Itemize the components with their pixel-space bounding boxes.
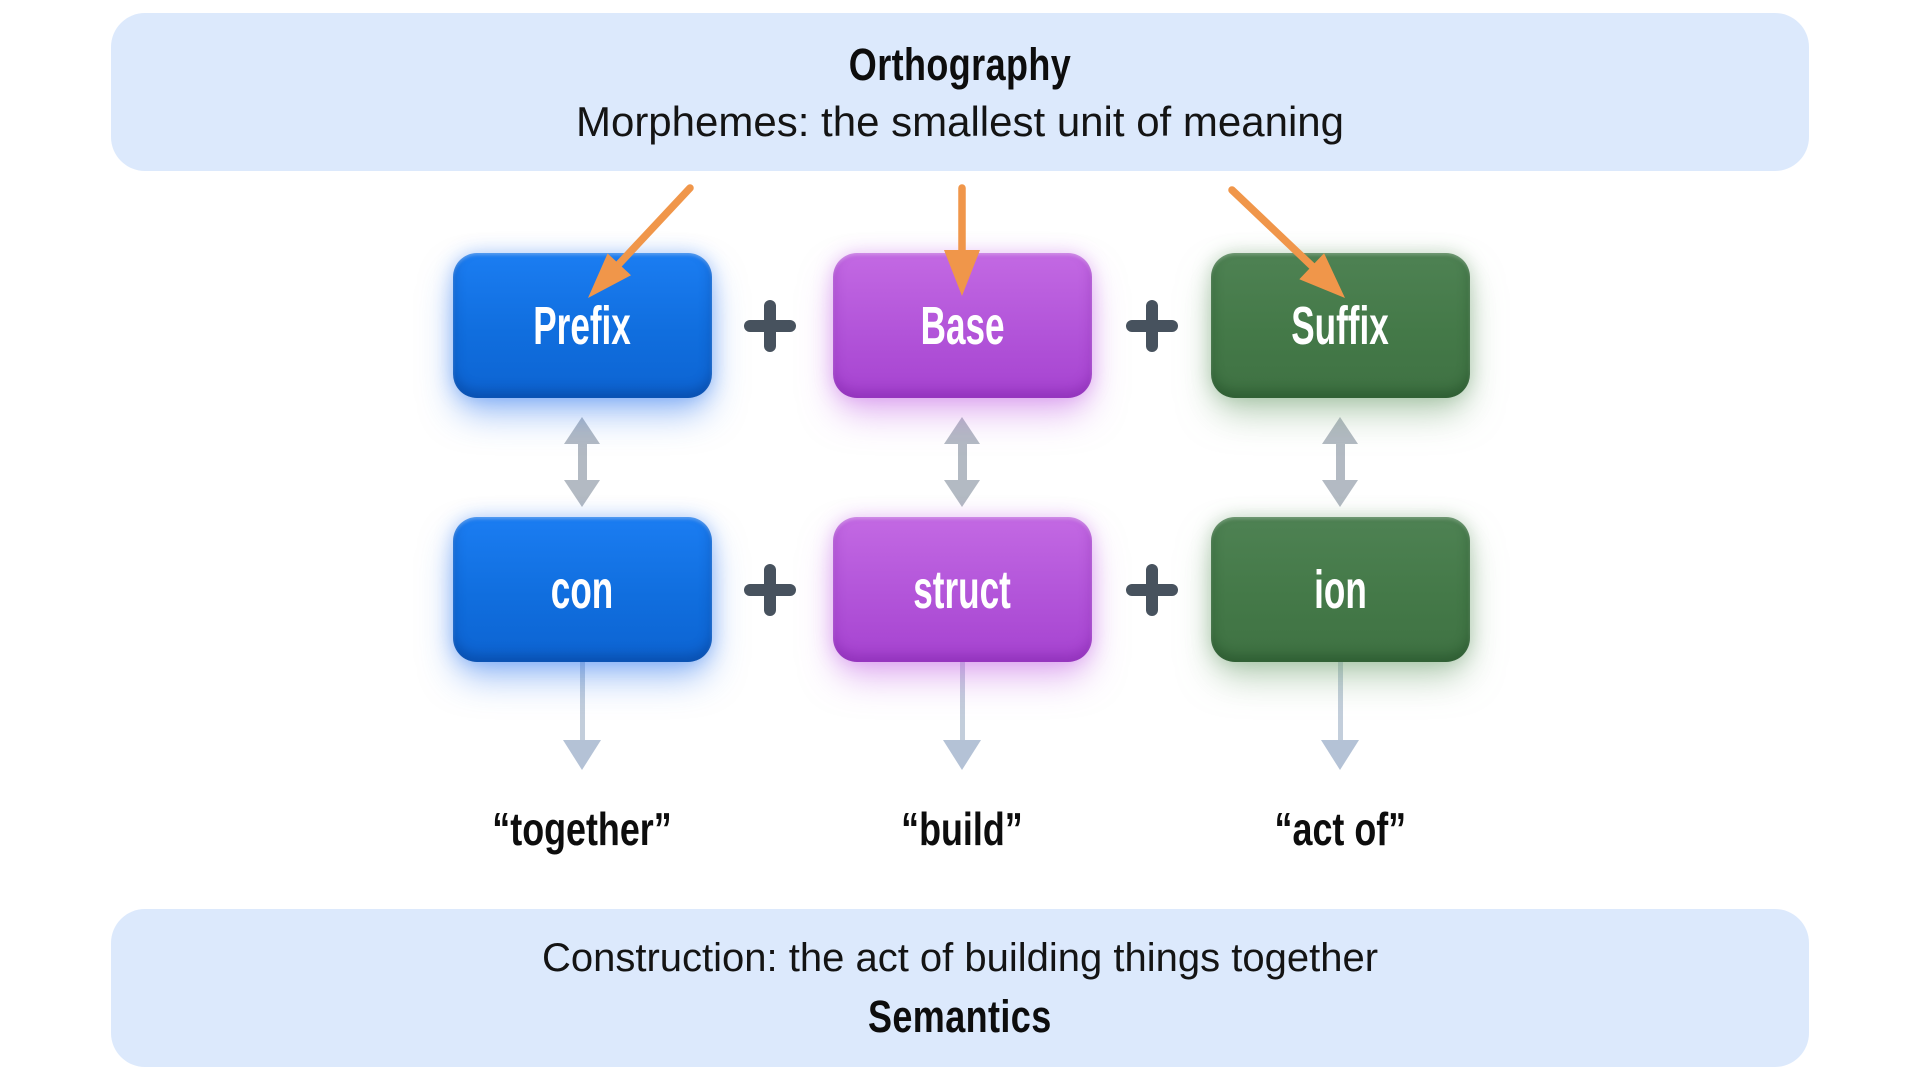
ion-box-label: ion xyxy=(1314,559,1367,620)
prefix-box: Prefix xyxy=(453,253,712,398)
prefix-box-label: Prefix xyxy=(533,295,632,356)
con-box-label: con xyxy=(551,559,614,620)
meaning-label-together: “together” xyxy=(382,802,782,857)
base-box-label: Base xyxy=(920,295,1005,356)
meaning-text: “build” xyxy=(901,803,1023,855)
orthography-title-text: Orthography xyxy=(848,38,1072,90)
plus-icon xyxy=(744,564,796,616)
suffix-box: Suffix xyxy=(1211,253,1470,398)
down-arrow-icon xyxy=(1321,662,1359,770)
morphemes-subtitle: Morphemes: the smallest unit of meaning xyxy=(575,97,1345,145)
down-arrow-icon xyxy=(563,662,601,770)
double-arrow-icon xyxy=(1322,417,1358,507)
plus-icon xyxy=(744,300,796,352)
ion-box: ion xyxy=(1211,517,1470,662)
con-box: con xyxy=(453,517,712,662)
bottom-banner: Construction: the act of building things… xyxy=(111,909,1809,1067)
meaning-label-build: “build” xyxy=(762,802,1162,857)
meaning-text: “act of” xyxy=(1274,803,1406,855)
semantics-title: Semantics xyxy=(845,994,1075,1039)
plus-icon xyxy=(1126,564,1178,616)
base-box: Base xyxy=(833,253,1092,398)
top-banner: Orthography Morphemes: the smallest unit… xyxy=(111,13,1809,171)
meaning-text: “together” xyxy=(492,803,672,855)
plus-icon xyxy=(1126,300,1178,352)
double-arrow-icon xyxy=(944,417,980,507)
semantics-title-text: Semantics xyxy=(868,990,1052,1042)
suffix-box-label: Suffix xyxy=(1291,295,1390,356)
meaning-label-act-of: “act of” xyxy=(1140,802,1540,857)
orthography-title: Orthography xyxy=(821,42,1099,87)
down-arrow-icon xyxy=(943,662,981,770)
double-arrow-icon xyxy=(564,417,600,507)
struct-box: struct xyxy=(833,517,1092,662)
construction-definition: Construction: the act of building things… xyxy=(541,935,1379,980)
struct-box-label: struct xyxy=(913,559,1012,620)
